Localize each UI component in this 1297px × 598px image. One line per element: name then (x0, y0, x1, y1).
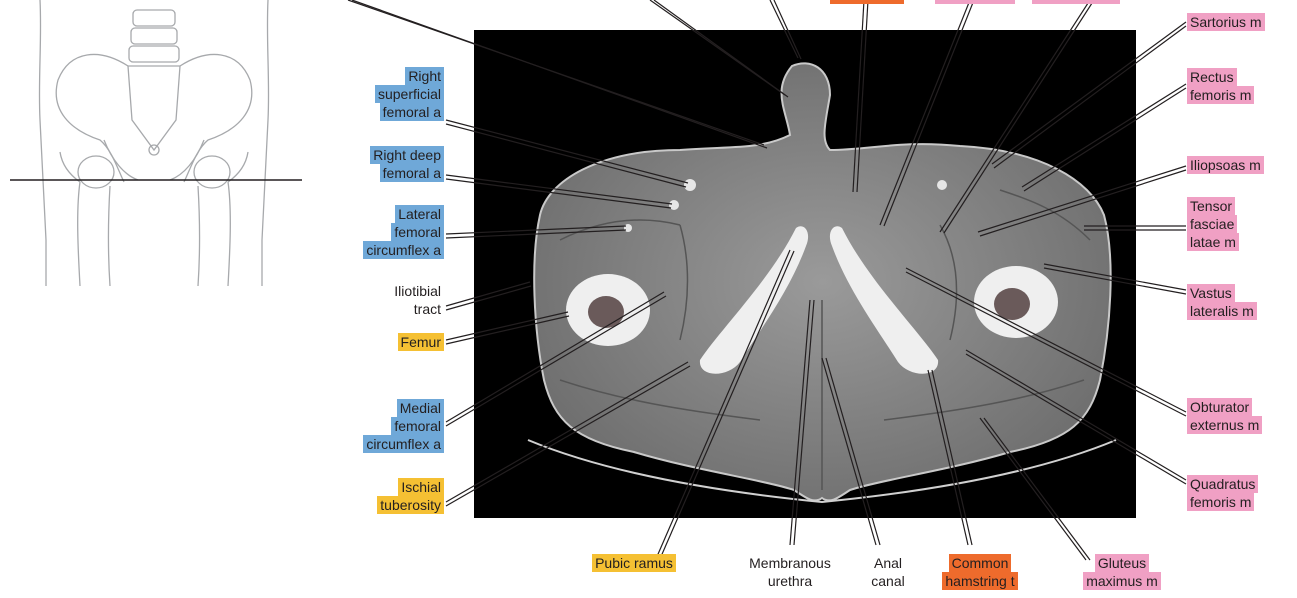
top-muscle-label-fragment-2 (1032, 0, 1120, 4)
label-vastus-lateralis-m: Vastus lateralis m (1187, 284, 1257, 320)
label-quadratus-femoris-m: Quadratus femoris m (1187, 475, 1258, 511)
label-iliopsoas-m: Iliopsoas m (1187, 156, 1264, 174)
top-muscle-label-fragment-1 (935, 0, 1015, 4)
label-iliotibial-tract: Iliotibial tract (391, 282, 444, 318)
label-anal-canal: Anal canal (856, 554, 920, 590)
label-right-deep-femoral-a: Right deep femoral a (370, 146, 444, 182)
label-gluteus-maximus-m: Gluteus maximus m (1066, 554, 1178, 590)
label-ischial-tuberosity: Ischial tuberosity (377, 478, 444, 514)
label-rectus-femoris-m: Rectus femoris m (1187, 68, 1254, 104)
label-obturator-externus-m: Obturator externus m (1187, 398, 1262, 434)
label-pubic-ramus: Pubic ramus (574, 554, 694, 572)
label-medial-femoral-circumflex-a: Medial femoral circumflex a (363, 399, 444, 453)
label-lateral-femoral-circumflex-a: Lateral femoral circumflex a (363, 205, 444, 259)
label-femur: Femur (398, 333, 444, 351)
label-right-superficial-femoral-a: Right superficial femoral a (375, 67, 444, 121)
label-membranous-urethra: Membranous urethra (728, 554, 852, 590)
label-tensor-fasciae-latae-m: Tensor fasciae latae m (1187, 197, 1239, 251)
top-tendon-label-fragment (830, 0, 904, 4)
label-sartorius-m: Sartorius m (1187, 13, 1265, 31)
label-common-hamstring-t: Common hamstring t (924, 554, 1036, 590)
